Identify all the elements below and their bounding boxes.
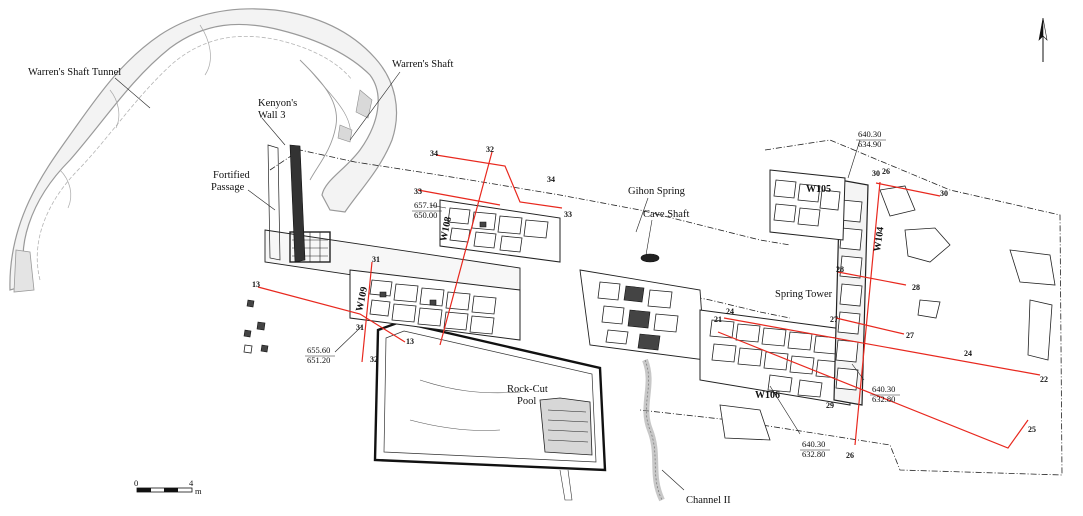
section-22: 22 (1040, 375, 1048, 384)
elev-1-bottom: 634.90 (858, 139, 881, 149)
wall-w104: W104 (872, 226, 886, 252)
label-rock-cut-line2: Pool (517, 396, 536, 407)
elev-3-bottom: 651.20 (307, 355, 330, 365)
elev-3-top: 655.60 (307, 345, 330, 355)
warrens-shaft-tunnel (9, 8, 398, 293)
elev-2-top: 657.10 (414, 200, 437, 210)
section-32-north: 32 (486, 145, 494, 154)
section-33-east: 33 (564, 210, 572, 219)
section-26-south: 26 (846, 451, 854, 460)
elev-5-bottom: 632.80 (802, 449, 825, 459)
elevation-labels: 640.30 634.90 657.10 650.00 655.60 651.2… (305, 129, 900, 459)
wall-labels: W105 W104 W106 W108 W109 (354, 184, 886, 401)
label-channel-ii: Channel II (686, 495, 731, 506)
section-24-west: 24 (726, 307, 734, 316)
section-33-west: 33 (414, 187, 422, 196)
elev-4-bottom: 632.80 (872, 394, 895, 404)
rock-cut-pool (373, 320, 607, 501)
section-29: 29 (826, 401, 834, 410)
section-34-east: 34 (547, 175, 555, 184)
wall-w109: W109 (354, 286, 370, 313)
section-31-north: 31 (372, 255, 380, 264)
section-25: 25 (1028, 425, 1036, 434)
section-21: 21 (714, 315, 722, 324)
channel-ii (642, 358, 665, 502)
stone-walls (243, 144, 1056, 441)
wall-w106: W106 (755, 390, 780, 401)
elev-2-bottom: 650.00 (414, 210, 437, 220)
section-30-east: 30 (940, 189, 948, 198)
section-13-east: 13 (406, 337, 414, 346)
section-32-south: 32 (370, 355, 378, 364)
section-lines (257, 151, 1041, 449)
section-13-west: 13 (252, 280, 260, 289)
label-rock-cut-line1: Rock-Cut (507, 384, 548, 395)
section-27-east: 27 (906, 331, 914, 340)
section-30-west: 30 (872, 169, 880, 178)
elev-1-top: 640.30 (858, 129, 881, 139)
section-34-west: 34 (430, 149, 438, 158)
label-fortified-line2: Passage (211, 182, 245, 193)
section-27-west: 27 (830, 315, 838, 324)
elev-4-top: 640.30 (872, 384, 895, 394)
section-26-north: 26 (882, 167, 890, 176)
section-31-south: 31 (356, 323, 364, 332)
scale-min: 0 (134, 478, 138, 488)
section-24-east: 24 (964, 349, 972, 358)
label-spring-tower: Spring Tower (775, 289, 833, 300)
north-arrow-icon (1038, 17, 1048, 62)
label-fortified-line1: Fortified (213, 170, 250, 181)
label-kenyons-wall-line2: Wall 3 (258, 110, 285, 121)
label-cave-shaft: Cave Shaft (643, 209, 689, 220)
elev-5-top: 640.30 (802, 439, 825, 449)
label-leaders (114, 71, 865, 491)
section-28-east: 28 (912, 283, 920, 292)
wall-w108: W108 (438, 216, 454, 243)
label-gihon-spring: Gihon Spring (628, 186, 686, 197)
area-labels: Warren's Shaft Tunnel Warren's Shaft Ken… (28, 59, 833, 506)
scale-max: 4 (189, 478, 194, 488)
section-markers: 34 34 32 33 33 31 31 13 13 32 21 24 24 2… (252, 145, 1048, 460)
label-warrens-shaft: Warren's Shaft (392, 59, 453, 70)
scale-unit: m (195, 486, 202, 496)
label-warrens-shaft-tunnel: Warren's Shaft Tunnel (28, 67, 121, 78)
section-28-west: 28 (836, 265, 844, 274)
scale-bar: 0 4 m (134, 478, 202, 496)
label-kenyons-wall-line1: Kenyon's (258, 98, 297, 109)
wall-w105: W105 (806, 184, 831, 195)
